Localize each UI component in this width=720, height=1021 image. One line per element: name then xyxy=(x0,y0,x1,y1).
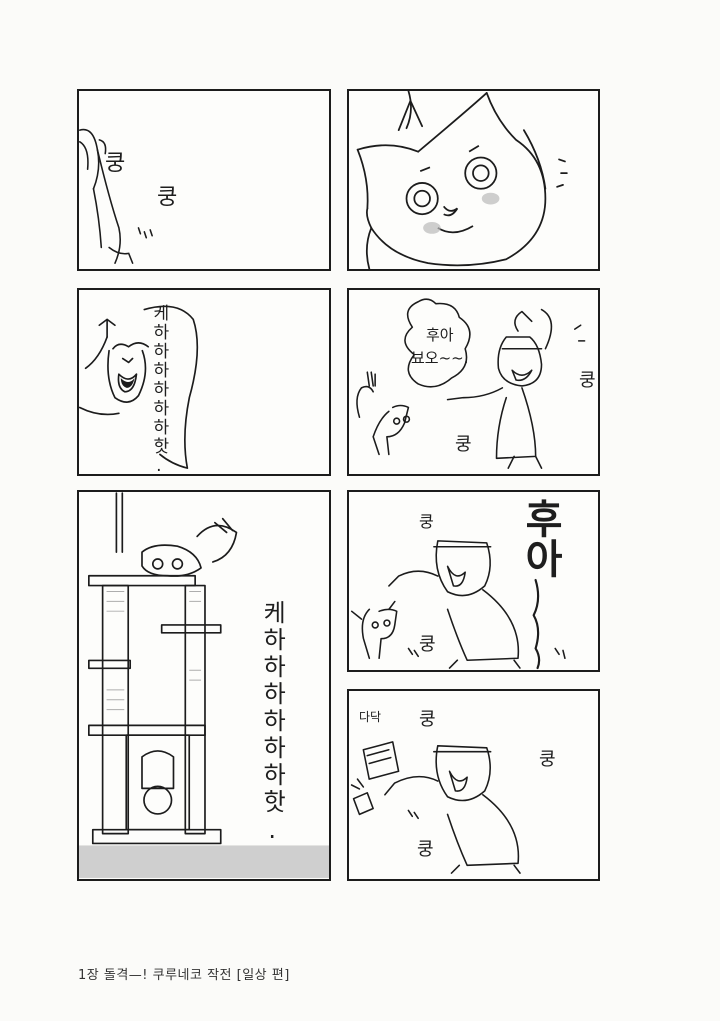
sfx-thud: 쿵 xyxy=(455,434,472,455)
speech-laugh-text: 케하하하하하하핫. xyxy=(148,304,169,476)
shout-huah: 후아 xyxy=(517,498,563,578)
panel-7: 다닥 쿵 쿵 쿵 xyxy=(347,689,600,881)
panel-3: 케하하하하하하핫. xyxy=(77,288,331,476)
shout-huah-text: 후아 xyxy=(517,498,563,578)
panel-4-art xyxy=(356,298,586,469)
speech-laugh: 케하하하하하하핫. xyxy=(148,304,169,476)
sfx-thud: 쿵 xyxy=(419,634,436,655)
speech-laugh-large-text: 케하하하하하하핫. xyxy=(258,600,287,847)
speech-huah: 후아 뵤오~~. xyxy=(411,326,469,368)
panel-4: 후아 뵤오~~. 쿵 쿵 xyxy=(347,288,600,476)
panel-3-art xyxy=(79,305,199,469)
sfx-thud: 쿵 xyxy=(417,839,434,860)
cat-tower-art xyxy=(79,492,329,878)
sfx-clatter: 다닥 xyxy=(359,710,382,724)
panel-5: 케하하하하하하핫. xyxy=(77,490,331,881)
panel-2 xyxy=(347,89,600,271)
speech-laugh-large: 케하하하하하하핫. xyxy=(258,600,287,847)
sfx-thud: 쿵 xyxy=(105,151,126,176)
panel-1: 쿵 쿵 xyxy=(77,89,331,271)
sfx-thud: 쿵 xyxy=(419,512,434,531)
panel-7-art xyxy=(350,741,521,874)
sfx-thud: 쿵 xyxy=(579,370,596,391)
panel-6-art xyxy=(350,540,566,670)
cat-face-closeup xyxy=(356,91,568,269)
sfx-thud: 쿵 xyxy=(539,749,556,770)
panel-6: 후아 쿵 쿵 xyxy=(347,490,600,672)
panel-1-art xyxy=(79,128,153,264)
sfx-thud: 쿵 xyxy=(419,709,436,730)
sfx-thud: 쿵 xyxy=(157,185,178,210)
page-caption: 1장 돌격—! 쿠루네코 작전 [일상 편] xyxy=(78,968,290,983)
